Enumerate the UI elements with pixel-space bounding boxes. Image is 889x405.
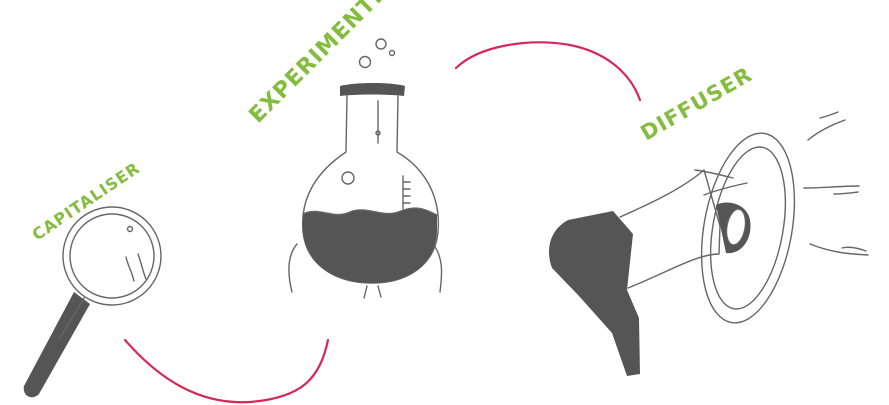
connector-curve-right [456,42,640,100]
label-experimenter: EXPERIMENTER [245,0,406,128]
label-diffuser: DIFFUSER [637,62,757,145]
connector-curve-left [125,340,328,402]
label-capitaliser: CAPITALISER [29,158,144,244]
megaphone-icon [549,112,868,376]
